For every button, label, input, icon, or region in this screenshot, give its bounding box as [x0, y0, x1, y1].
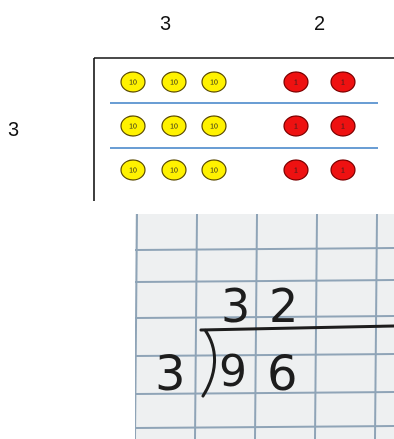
dividend-ones-digit: 6	[267, 346, 298, 402]
disk-label: 10	[170, 80, 178, 87]
quotient-ones-digit: 2	[269, 279, 298, 333]
tens-disk: 10	[121, 160, 145, 180]
disk-label: 1	[341, 168, 345, 175]
tens-disk: 10	[162, 160, 186, 180]
disk-label: 1	[341, 124, 345, 131]
disk-label: 10	[210, 80, 218, 87]
disk-label: 10	[170, 168, 178, 175]
ones-disk: 1	[331, 116, 355, 136]
disk-label: 10	[129, 80, 137, 87]
tens-disk: 10	[162, 72, 186, 92]
handwritten-division-photo: 3 2 3 9 6	[135, 214, 394, 439]
disk-label: 1	[341, 80, 345, 87]
tens-disk: 10	[121, 116, 145, 136]
ones-disk: 1	[331, 72, 355, 92]
ones-disk: 1	[284, 160, 308, 180]
dividend-tens-digit: 9	[219, 346, 247, 397]
quotient-tens-digit: 3	[221, 279, 250, 333]
tens-disk: 10	[202, 116, 226, 136]
disk-label: 10	[210, 124, 218, 131]
tens-disk: 10	[202, 72, 226, 92]
ones-disk: 1	[284, 72, 308, 92]
ones-disk: 1	[331, 160, 355, 180]
disk-label: 1	[294, 168, 298, 175]
disk-label: 1	[294, 80, 298, 87]
divisor-digit: 3	[155, 346, 186, 402]
ones-disk: 1	[284, 116, 308, 136]
disk-label: 10	[129, 168, 137, 175]
tens-disk: 10	[121, 72, 145, 92]
tens-disk: 10	[162, 116, 186, 136]
disk-label: 10	[129, 124, 137, 131]
tens-disk: 10	[202, 160, 226, 180]
disk-group: 10 10 10 1 1 10 10 10 1 1 10 10 10 1 1	[121, 72, 355, 180]
disk-label: 1	[294, 124, 298, 131]
disk-label: 10	[210, 168, 218, 175]
disk-label: 10	[170, 124, 178, 131]
